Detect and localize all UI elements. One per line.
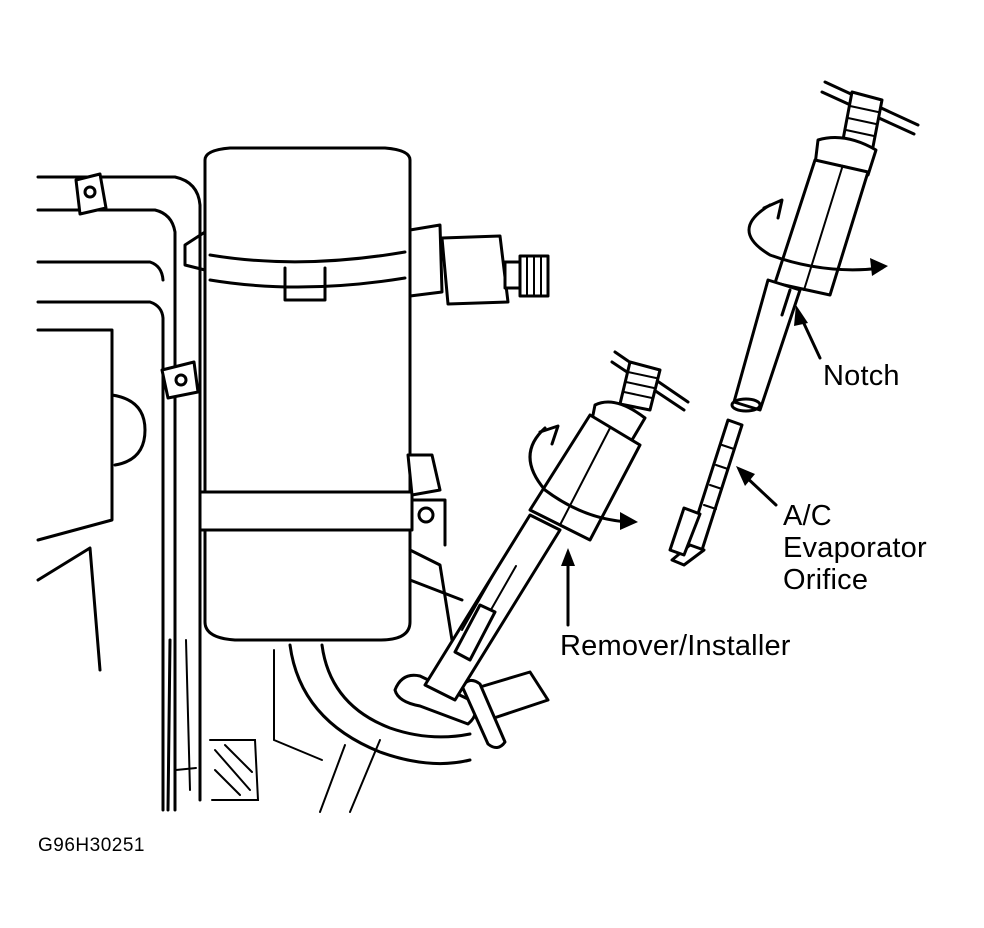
vehicle-frame (36, 172, 207, 812)
leader-lines (561, 305, 822, 627)
remover-installer-tool (423, 350, 690, 702)
upper-tool (730, 80, 920, 413)
orifice-arrowhead (736, 466, 755, 486)
notch-label: Notch (823, 360, 900, 392)
pressure-switch (408, 223, 550, 306)
accumulator-canister (198, 146, 472, 813)
orifice-label-line1: A/C (783, 500, 832, 532)
notch-arrowhead (794, 305, 808, 326)
remover-arrowhead (561, 548, 575, 566)
figure-id: G96H30251 (38, 835, 145, 856)
remover-installer-label: Remover/Installer (560, 630, 791, 662)
orifice-label-line2: Evaporator (783, 532, 927, 564)
refrigerant-lines (209, 453, 550, 801)
evaporator-orifice (668, 418, 744, 567)
orifice-label-line3: Orifice (783, 564, 869, 596)
